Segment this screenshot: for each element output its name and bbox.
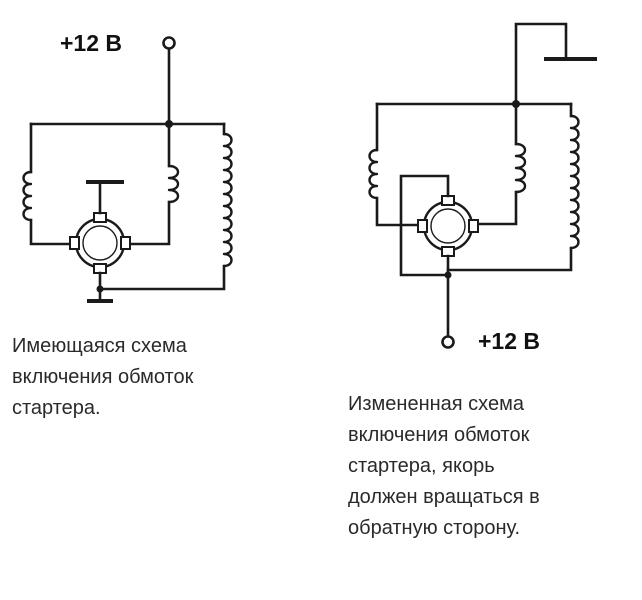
left-circuit: +12 В: [22, 30, 233, 303]
right-brush-top: [441, 195, 455, 206]
right-brush-right: [468, 219, 479, 233]
right-ground-feed-wire: [514, 22, 568, 106]
right-caption-line-3: стартера, якорь: [348, 455, 495, 477]
right-coil1-bottom-wire: [375, 196, 424, 227]
right-caption-line-5: обратную сторону.: [348, 517, 521, 539]
right-coil3-bottom-wire: [446, 246, 573, 272]
left-caption: Имеющаяся схема включения обмоток старте…: [12, 331, 193, 424]
left-brush-left: [69, 236, 80, 250]
right-caption-line-2: включения обмоток: [348, 424, 530, 446]
left-supply-label: +12 В: [60, 30, 122, 56]
left-bottom-node: [96, 285, 104, 293]
right-reversal-loop-wire: [399, 174, 450, 277]
left-field-coil-2: [167, 164, 180, 204]
right-circuit: +12 В: [368, 22, 597, 354]
right-field-coil-2: [514, 142, 527, 194]
left-armature-commutator: [82, 225, 118, 261]
left-caption-line-3: стартера.: [12, 397, 101, 419]
left-field-coil-1: [22, 170, 33, 222]
right-caption-line-4: должен вращаться в: [348, 486, 540, 508]
right-armature-commutator: [430, 208, 466, 244]
right-coil2-bottom-wire: [472, 190, 518, 226]
right-brush-bottom: [441, 246, 455, 257]
right-caption: Измененная схема включения обмоток старт…: [348, 389, 540, 544]
right-supply-label: +12 В: [478, 328, 540, 354]
left-coil1-bottom-wire: [29, 218, 76, 246]
left-caption-line-1: Имеющаяся схема: [12, 335, 187, 357]
right-field-coil-3: [569, 114, 580, 250]
left-coil2-bottom-wire: [125, 200, 171, 246]
left-coil3-bottom-wire: [98, 264, 226, 291]
right-supply-terminal: [441, 335, 455, 349]
right-field-coil-1: [368, 148, 379, 200]
right-caption-line-1: Измененная схема: [348, 393, 524, 415]
left-brush-bottom: [93, 263, 107, 274]
left-field-coil-3: [222, 132, 233, 268]
left-caption-line-2: включения обмоток: [12, 366, 194, 388]
right-brush-left: [417, 219, 428, 233]
left-brush-top: [93, 212, 107, 223]
left-brush-right: [120, 236, 131, 250]
left-supply-terminal: [162, 36, 176, 50]
